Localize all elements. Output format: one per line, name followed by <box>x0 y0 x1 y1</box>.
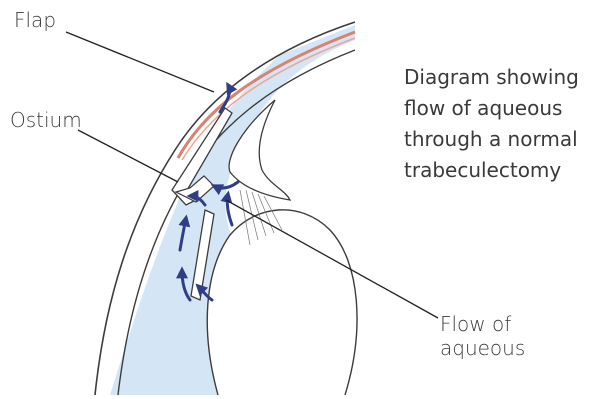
flap-leader-line <box>66 32 214 92</box>
caption-line: trabeculectomy <box>404 155 594 186</box>
diagram-caption: Diagram showing flow of aqueous through … <box>404 62 594 186</box>
lens <box>207 210 357 395</box>
label-flow-of-aqueous: Flow of aqueous <box>440 312 602 360</box>
ostium-leader-line <box>78 130 178 182</box>
caption-line: Diagram showing <box>404 62 594 93</box>
label-ostium: Ostium <box>10 108 82 132</box>
caption-line: through a normal <box>404 124 594 155</box>
label-flap: Flap <box>14 8 56 32</box>
flow-arrow-behind-iris <box>227 194 232 225</box>
caption-line: flow of aqueous <box>404 93 594 124</box>
